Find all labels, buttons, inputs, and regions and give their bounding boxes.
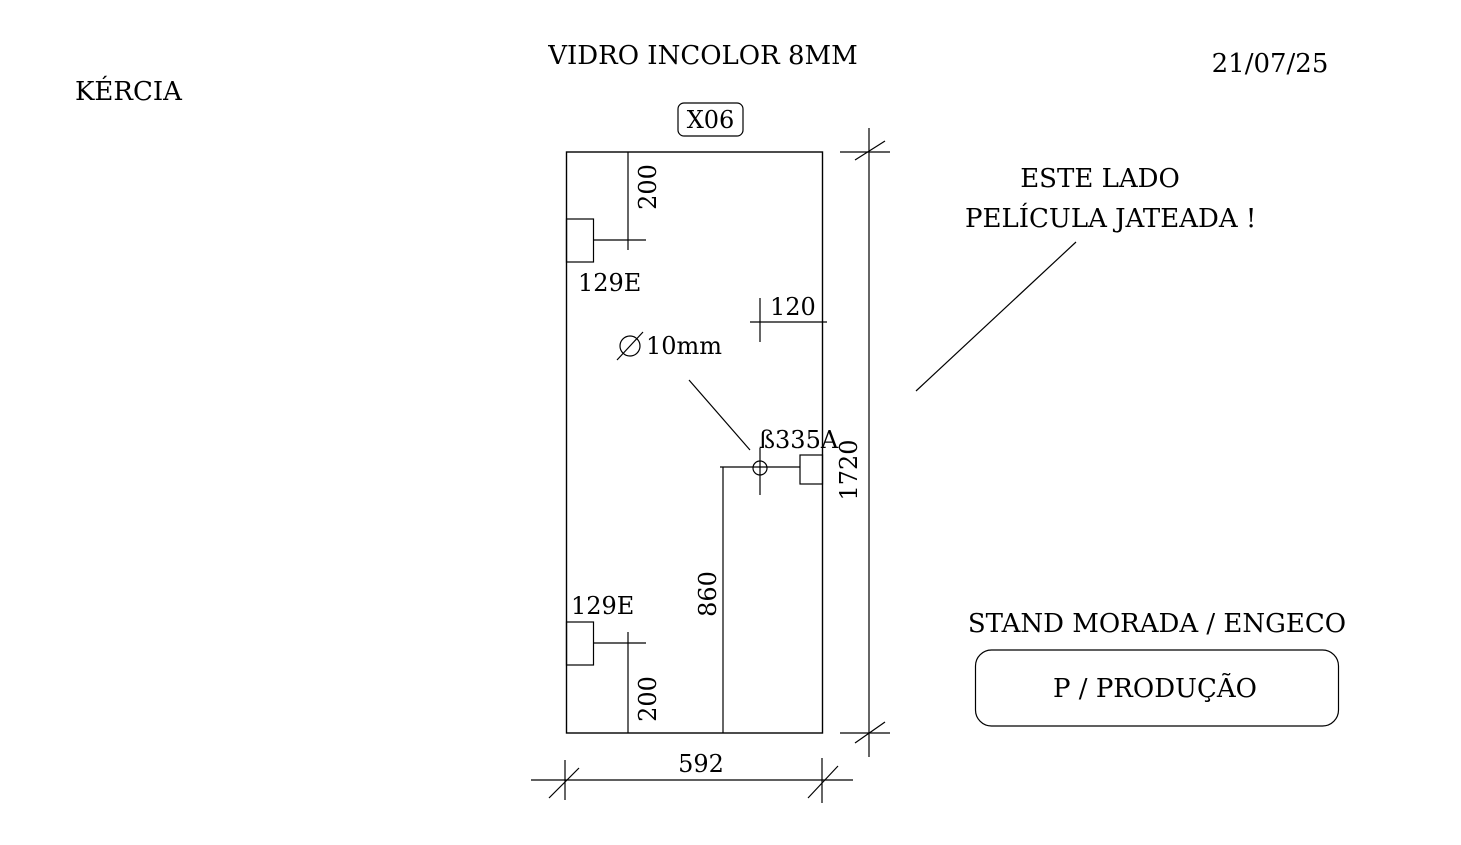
top-hinge <box>565 152 646 263</box>
bottom-hinge-label: 129E <box>571 592 634 620</box>
top-hinge-label: 129E <box>578 269 641 297</box>
hole-edge-offset-dim <box>750 298 827 342</box>
hole-height: 860 <box>694 571 722 617</box>
note-line-2: PELÍCULA JATEADA ! <box>965 202 1256 234</box>
lock-hardware <box>799 454 824 485</box>
piece-height: 1720 <box>835 439 863 500</box>
piece-code: X06 <box>687 106 735 134</box>
material-title: VIDRO INCOLOR 8MM <box>547 41 858 71</box>
purpose-label: P / PRODUÇÃO <box>1053 672 1257 704</box>
diameter-symbol-icon <box>616 331 644 361</box>
note-line-1: ESTE LADO <box>1020 164 1180 194</box>
hole-edge-offset: 120 <box>770 293 816 321</box>
piece-code-box <box>677 102 744 137</box>
piece-width: 592 <box>678 750 724 778</box>
lock-prefix: ß <box>759 426 775 454</box>
bottom-hinge <box>565 621 646 733</box>
lock-code: 335A <box>775 426 839 454</box>
height-dimension <box>840 128 890 757</box>
bottom-hinge-offset: 200 <box>634 676 662 722</box>
date-label: 21/07/25 <box>1212 49 1329 79</box>
purpose-box <box>974 649 1340 727</box>
hole-leader-line <box>688 379 751 451</box>
lock-label: ß335A <box>759 426 839 454</box>
note-leader-line <box>915 241 1077 392</box>
client-name: KÉRCIA <box>75 75 183 107</box>
glass-panel <box>565 151 824 734</box>
project-name: STAND MORADA / ENGECO <box>968 609 1346 639</box>
hole-diameter: 10mm <box>646 332 722 360</box>
width-dimension <box>531 758 853 803</box>
top-hinge-offset: 200 <box>634 164 662 210</box>
